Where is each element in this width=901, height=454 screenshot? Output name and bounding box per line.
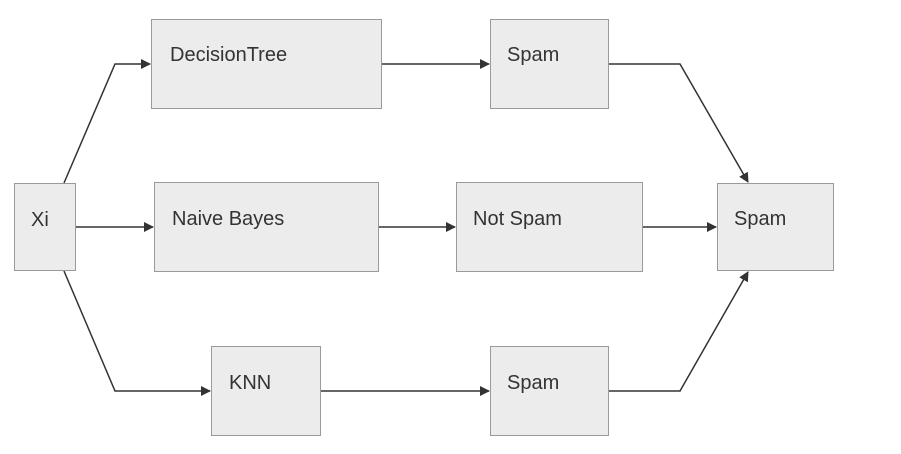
edge-xi-to-knn [63, 270, 211, 396]
node-naive-bayes: Naive Bayes [154, 182, 379, 272]
node-input-label: Xi [31, 209, 49, 231]
node-knn-output: Spam [490, 346, 609, 436]
node-knn: KNN [211, 346, 321, 436]
node-decision-tree-label: DecisionTree [170, 44, 288, 66]
node-final-output-label: Spam [734, 208, 787, 230]
node-knn-label: KNN [229, 372, 272, 394]
edge-spam-top-to-final [609, 63, 749, 183]
node-dt-output-label: Spam [507, 44, 560, 66]
node-nb-output-label: Not Spam [473, 208, 562, 230]
node-nb-output: Not Spam [456, 182, 643, 272]
node-input: Xi [14, 183, 76, 271]
node-knn-output-label: Spam [507, 372, 560, 394]
node-dt-output: Spam [490, 19, 609, 109]
node-final-output: Spam [717, 183, 834, 271]
edge-spam-bottom-to-final [609, 271, 749, 392]
node-naive-bayes-label: Naive Bayes [172, 208, 285, 230]
node-decision-tree: DecisionTree [151, 19, 382, 109]
edge-xi-to-decisiontree [63, 59, 151, 184]
